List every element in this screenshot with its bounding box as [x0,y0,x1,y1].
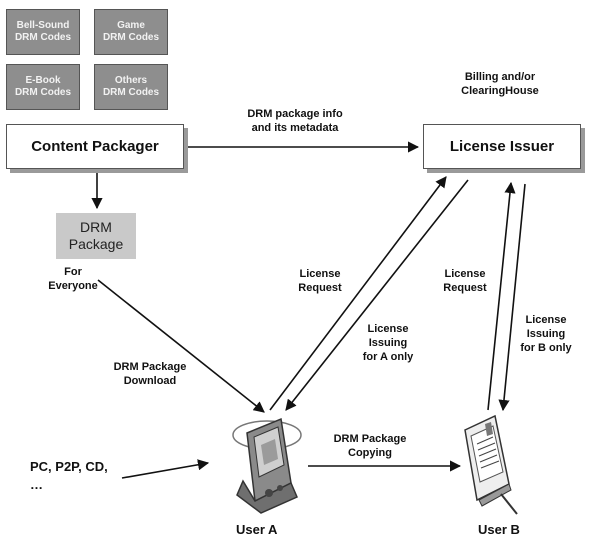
drm-code-label: Game DRM Codes [103,20,159,44]
download-label: DRM Package Download [105,360,195,388]
license-issuer-box: License Issuer [423,124,581,169]
drm-package-box: DRM Package [56,213,136,259]
user-b-request-label: License Request [430,267,500,295]
copying-label: DRM Package Copying [320,432,420,460]
sources-label: PC, P2P, CD, … [30,458,130,494]
user-b-request-arrow [488,183,511,410]
user-b-issuing-arrow [503,184,525,410]
drm-package-label: DRM Package [69,219,123,253]
user-a-issuing-arrow [286,180,468,410]
drm-code-box-game: Game DRM Codes [94,9,168,55]
drm-code-label: Others DRM Codes [103,75,159,99]
drm-code-box-others: Others DRM Codes [94,64,168,110]
sources-arrow [122,463,208,478]
user-b-device-icon [455,410,525,518]
package-info-label: DRM package info and its metadata [240,107,350,135]
content-packager-label: Content Packager [31,138,159,155]
content-packager-box: Content Packager [6,124,184,169]
user-a-device-icon [225,405,315,517]
download-arrow [98,280,264,412]
user-b-issuing-label: License Issuing for B only [508,313,584,355]
drm-code-label: E-Book DRM Codes [15,75,71,99]
license-issuer-label: License Issuer [450,138,554,155]
drm-code-label: Bell-Sound DRM Codes [15,20,71,44]
drm-code-box-ebook: E-Book DRM Codes [6,64,80,110]
user-a-label: User A [236,522,277,537]
user-a-issuing-label: License Issuing for A only [350,322,426,364]
for-everyone-label: For Everyone [48,265,98,293]
user-b-label: User B [478,522,520,537]
billing-label: Billing and/or ClearingHouse [450,70,550,98]
drm-code-box-bell-sound: Bell-Sound DRM Codes [6,9,80,55]
user-a-request-label: License Request [285,267,355,295]
